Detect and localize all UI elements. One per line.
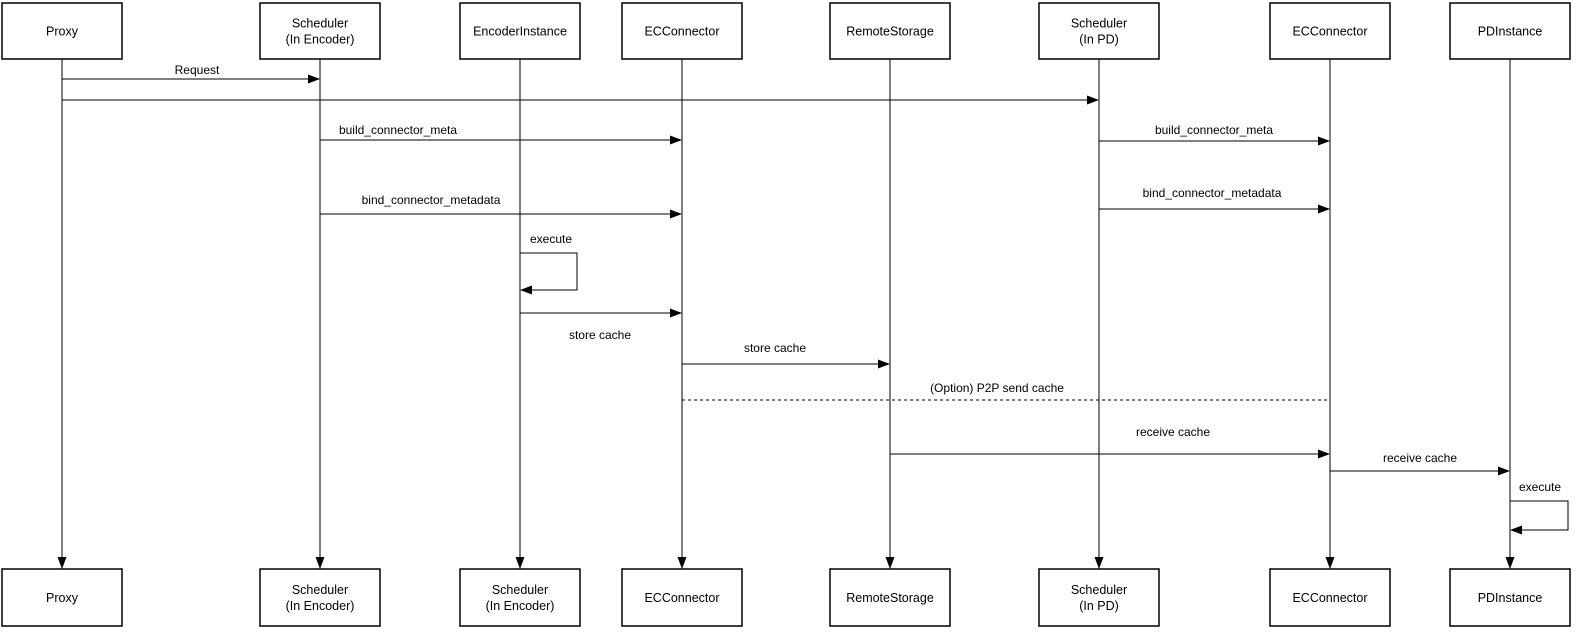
actor-top-box-remote-storage bbox=[829, 2, 951, 60]
actor-bottom-label-encoder-instance: Scheduler(In Encoder) bbox=[486, 583, 555, 613]
actor-top-label-ec-connector-pd: ECConnector bbox=[1292, 24, 1367, 38]
actor-top-box-ec-connector-pd bbox=[1269, 2, 1391, 60]
actor-top-box-scheduler-pd bbox=[1038, 2, 1160, 60]
message-label-request-0: Request bbox=[175, 63, 220, 77]
message-label-bind-connector-metadata-5: bind_connector_metadata bbox=[1143, 186, 1282, 200]
actor-bottom-label-remote-storage: RemoteStorage bbox=[846, 591, 934, 605]
actor-bottom-box-ec-connector-pd bbox=[1269, 568, 1391, 627]
actor-bottom-label-proxy: Proxy bbox=[46, 591, 79, 605]
message-label-receive-cache-10: receive cache bbox=[1383, 451, 1457, 465]
actor-top-label-remote-storage: RemoteStorage bbox=[846, 24, 934, 38]
self-loop-label-execute-pd-instance: execute bbox=[1519, 480, 1561, 494]
actor-bottom-label-scheduler-pd: Scheduler(In PD) bbox=[1071, 583, 1127, 613]
message-label-build-connector-meta-2: build_connector_meta bbox=[339, 123, 457, 137]
actor-top-box-pd-instance bbox=[1449, 2, 1571, 60]
message-label-option-p2p-send-cache-8: (Option) P2P send cache bbox=[930, 381, 1064, 395]
message-label-store-cache-7: store cache bbox=[744, 341, 806, 355]
self-loop-execute-pd-instance bbox=[1510, 500, 1569, 535]
message-label-build-connector-meta-3: build_connector_meta bbox=[1155, 123, 1273, 137]
actor-bottom-box-scheduler-pd bbox=[1038, 568, 1160, 627]
actor-top-box-encoder-instance bbox=[459, 2, 581, 60]
actor-bottom-box-ec-connector-encoder bbox=[621, 568, 743, 627]
actor-bottom-box-proxy bbox=[1, 568, 123, 627]
actor-bottom-box-scheduler-encoder bbox=[259, 568, 381, 627]
actor-bottom-label-ec-connector-encoder: ECConnector bbox=[644, 591, 719, 605]
self-loop-execute-encoder-instance bbox=[520, 252, 578, 295]
actor-top-box-ec-connector-encoder bbox=[621, 2, 743, 60]
actor-top-label-scheduler-encoder: Scheduler(In Encoder) bbox=[286, 16, 355, 46]
message-label-store-cache-6: store cache bbox=[569, 328, 631, 342]
actor-bottom-label-ec-connector-pd: ECConnector bbox=[1292, 591, 1367, 605]
message-label-receive-cache-9: receive cache bbox=[1136, 425, 1210, 439]
actor-top-label-pd-instance: PDInstance bbox=[1478, 24, 1543, 38]
self-loop-label-execute-encoder-instance: execute bbox=[530, 232, 572, 246]
actor-bottom-label-scheduler-encoder: Scheduler(In Encoder) bbox=[286, 583, 355, 613]
actor-top-label-scheduler-pd: Scheduler(In PD) bbox=[1071, 16, 1127, 46]
actor-top-box-proxy bbox=[1, 2, 123, 60]
message-label-bind-connector-metadata-4: bind_connector_metadata bbox=[362, 193, 501, 207]
actor-top-box-scheduler-encoder bbox=[259, 2, 381, 60]
actor-bottom-box-remote-storage bbox=[829, 568, 951, 627]
actor-bottom-box-encoder-instance bbox=[459, 568, 581, 627]
actor-top-label-encoder-instance: EncoderInstance bbox=[473, 24, 567, 38]
actor-top-label-ec-connector-encoder: ECConnector bbox=[644, 24, 719, 38]
actor-bottom-label-pd-instance: PDInstance bbox=[1478, 591, 1543, 605]
actor-top-label-proxy: Proxy bbox=[46, 24, 79, 38]
actor-bottom-box-pd-instance bbox=[1449, 568, 1571, 627]
